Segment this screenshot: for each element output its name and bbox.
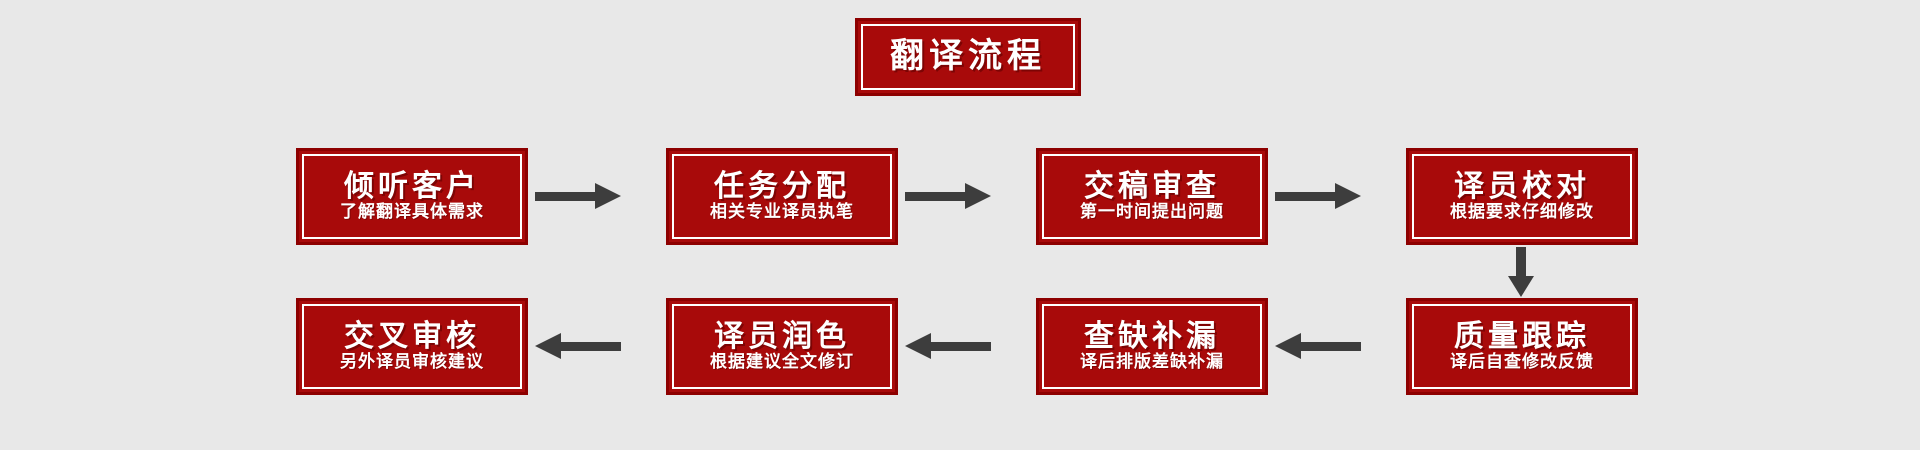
step-box-3-inner: 交稿审查 第一时间提出问题 — [1042, 154, 1262, 239]
arrow-head — [1335, 183, 1361, 209]
step-2-title: 任务分配 — [714, 168, 850, 204]
step-5-subtitle: 译后自查修改反馈 — [1450, 352, 1594, 373]
arrow-shaft — [1297, 342, 1361, 351]
step-box-3[interactable]: 交稿审查 第一时间提出问题 — [1036, 148, 1268, 245]
step-box-7[interactable]: 译员润色 根据建议全文修订 — [666, 298, 898, 395]
step-7-subtitle: 根据建议全文修订 — [710, 352, 854, 373]
arrow-shaft — [927, 342, 991, 351]
chart-title-text: 翻译流程 — [890, 36, 1046, 77]
step-1-subtitle: 了解翻译具体需求 — [340, 202, 484, 223]
step-6-title: 查缺补漏 — [1084, 318, 1220, 354]
arrow-right-icon-3 — [1275, 183, 1361, 209]
arrow-left-icon-3 — [535, 333, 621, 359]
step-1-title: 倾听客户 — [344, 168, 480, 204]
step-box-2-inner: 任务分配 相关专业译员执笔 — [672, 154, 892, 239]
arrow-right-icon-2 — [905, 183, 991, 209]
arrow-shaft — [1516, 247, 1526, 280]
step-6-subtitle: 译后排版差缺补漏 — [1080, 352, 1224, 373]
step-box-6[interactable]: 查缺补漏 译后排版差缺补漏 — [1036, 298, 1268, 395]
arrow-head — [965, 183, 991, 209]
arrow-head — [1275, 333, 1301, 359]
step-4-title: 译员校对 — [1454, 168, 1590, 204]
arrow-shaft — [1275, 192, 1339, 201]
arrow-head — [595, 183, 621, 209]
arrow-head — [1508, 276, 1534, 297]
chart-title-box: 翻译流程 — [855, 18, 1081, 96]
chart-title-inner: 翻译流程 — [861, 24, 1075, 90]
step-3-title: 交稿审查 — [1084, 168, 1220, 204]
step-8-title: 交叉审核 — [344, 318, 480, 354]
step-box-7-inner: 译员润色 根据建议全文修订 — [672, 304, 892, 389]
step-box-4-inner: 译员校对 根据要求仔细修改 — [1412, 154, 1632, 239]
arrow-head — [535, 333, 561, 359]
step-4-subtitle: 根据要求仔细修改 — [1450, 202, 1594, 223]
step-box-5-inner: 质量跟踪 译后自查修改反馈 — [1412, 304, 1632, 389]
step-box-5[interactable]: 质量跟踪 译后自查修改反馈 — [1406, 298, 1638, 395]
arrow-left-icon-1 — [1275, 333, 1361, 359]
arrow-left-icon-2 — [905, 333, 991, 359]
step-5-title: 质量跟踪 — [1454, 318, 1590, 354]
step-7-title: 译员润色 — [714, 318, 850, 354]
step-box-1-inner: 倾听客户 了解翻译具体需求 — [302, 154, 522, 239]
arrow-shaft — [535, 192, 599, 201]
step-box-2[interactable]: 任务分配 相关专业译员执笔 — [666, 148, 898, 245]
step-box-4[interactable]: 译员校对 根据要求仔细修改 — [1406, 148, 1638, 245]
arrow-head — [905, 333, 931, 359]
step-box-6-inner: 查缺补漏 译后排版差缺补漏 — [1042, 304, 1262, 389]
step-box-1[interactable]: 倾听客户 了解翻译具体需求 — [296, 148, 528, 245]
step-3-subtitle: 第一时间提出问题 — [1080, 202, 1224, 223]
step-8-subtitle: 另外译员审核建议 — [340, 352, 484, 373]
step-2-subtitle: 相关专业译员执笔 — [710, 202, 854, 223]
step-box-8[interactable]: 交叉审核 另外译员审核建议 — [296, 298, 528, 395]
arrow-down-icon — [1508, 247, 1534, 297]
step-box-8-inner: 交叉审核 另外译员审核建议 — [302, 304, 522, 389]
arrow-shaft — [905, 192, 969, 201]
arrow-right-icon-1 — [535, 183, 621, 209]
arrow-shaft — [557, 342, 621, 351]
